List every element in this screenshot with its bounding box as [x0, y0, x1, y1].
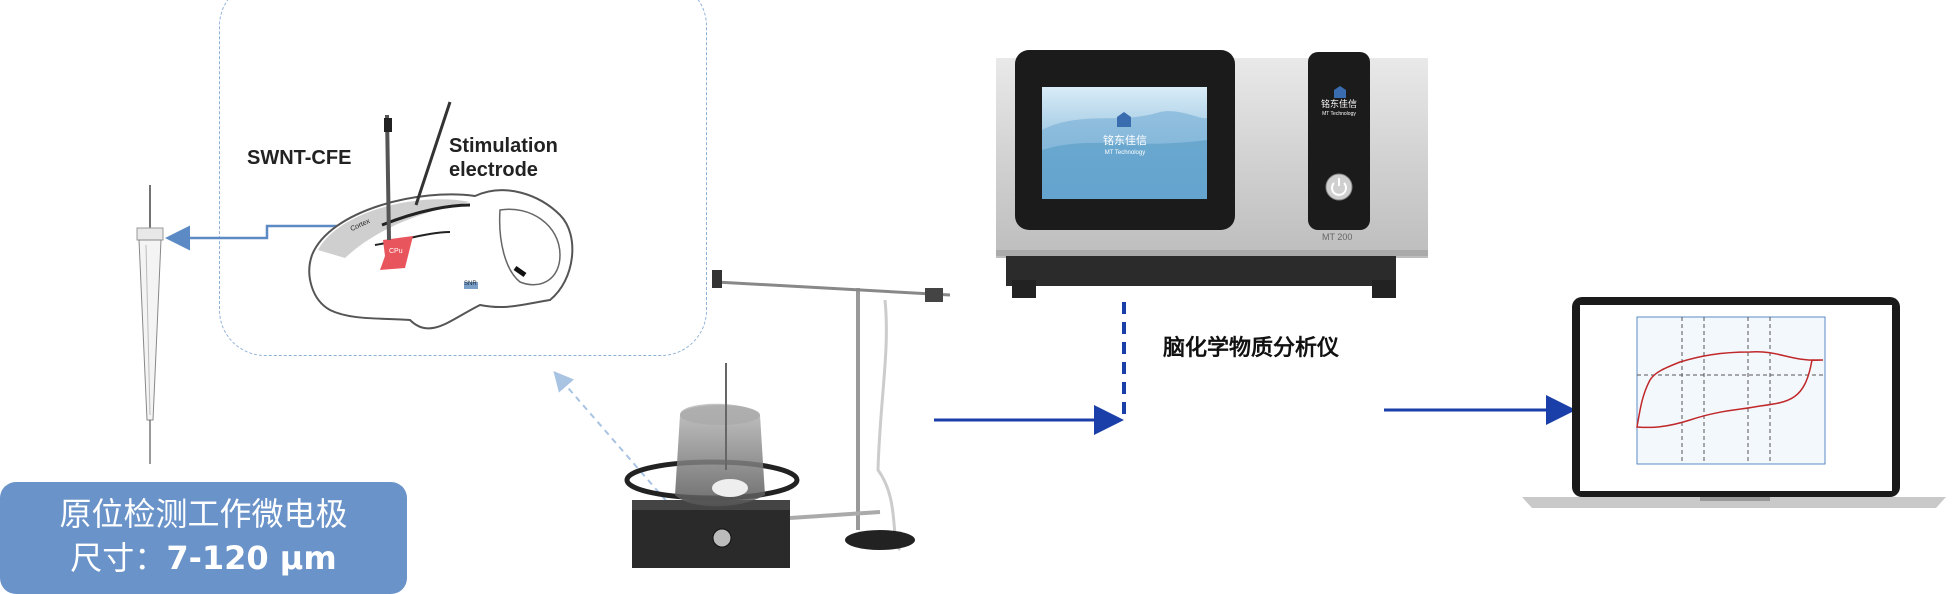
- microelectrode-probe: [136, 185, 164, 464]
- screen-brand-en: MT Technology: [1104, 150, 1146, 156]
- laptop: [1522, 297, 1946, 508]
- stimulation-electrode-label: Stimulation electrode: [449, 134, 558, 182]
- brain-sagittal-diagram: [308, 101, 574, 330]
- size-value: 7-120 μm: [166, 539, 337, 577]
- panel-brand-en: MT Technology: [1322, 111, 1356, 117]
- screen-brand: 铭东佳信 MT Technology: [1092, 135, 1158, 159]
- cv-plot: [1636, 316, 1826, 465]
- brand-logo-icon: [1334, 86, 1346, 98]
- brain-inset-frame: [219, 0, 707, 356]
- panel-brand: 铭东佳信 MT Technology: [1310, 99, 1368, 119]
- analyzer-device: [996, 50, 1428, 298]
- stereotaxic-apparatus: [624, 270, 951, 568]
- region-snr: SNR: [464, 281, 477, 287]
- device-label: 脑化学物质分析仪: [1163, 336, 1340, 361]
- screen-brand-cn: 铭东佳信: [1103, 135, 1147, 147]
- panel-brand-cn: 铭东佳信: [1320, 99, 1357, 109]
- electrode-info-box: 原位检测工作微电极 尺寸：7-120 μm: [0, 482, 407, 594]
- region-cpu: CPu: [389, 248, 403, 255]
- stim-label-line2: electrode: [449, 159, 538, 181]
- power-icon: [1325, 173, 1353, 201]
- electrode-size: 尺寸：7-120 μm: [0, 536, 407, 580]
- connector-line: [165, 224, 383, 251]
- probe-label: SWNT-CFE: [247, 147, 352, 169]
- size-prefix: 尺寸：: [70, 539, 167, 577]
- model-label: MT 200: [1322, 232, 1353, 242]
- brand-logo-icon: [1117, 112, 1131, 127]
- electrode-title: 原位检测工作微电极: [59, 495, 348, 533]
- stim-label-line1: Stimulation: [449, 135, 558, 157]
